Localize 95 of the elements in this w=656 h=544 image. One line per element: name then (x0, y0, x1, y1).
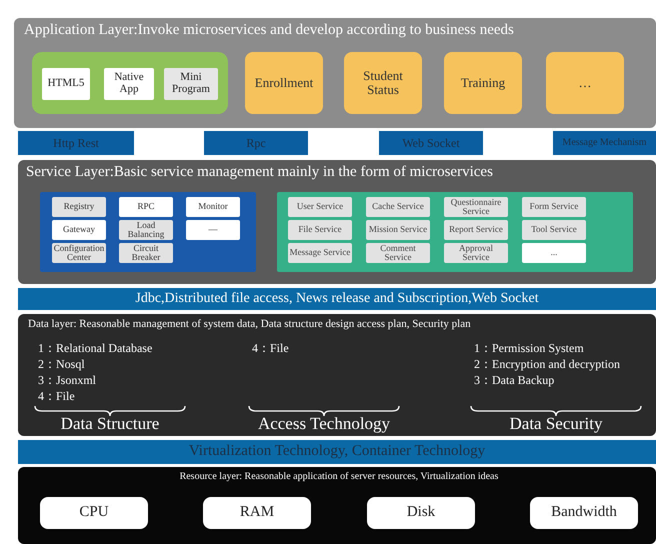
component-box (444, 243, 508, 263)
column-heading: Data Structure (60, 414, 160, 434)
component-label: Disk (406, 505, 436, 521)
band-bar (553, 131, 656, 155)
component-label: Load Balancing (126, 220, 166, 240)
band-bar (379, 131, 483, 155)
component-label: User Service (296, 202, 344, 212)
layer-panel (18, 467, 656, 544)
layer-title: Application Layer:Invoke microservices and develop according to business needs (24, 22, 515, 39)
component-box (119, 220, 173, 240)
column-heading: Data Security (508, 414, 604, 434)
component-label: Student Status (362, 69, 404, 97)
band-label: Message Mechanism (562, 138, 647, 148)
component-box (119, 243, 173, 263)
component-box (245, 52, 323, 114)
component-label: Questionnaire Service (450, 198, 502, 216)
component-label: Registry (64, 202, 94, 212)
band-bar (204, 131, 308, 155)
component-box (186, 197, 240, 217)
component-label: Enrollment (254, 76, 314, 90)
list-item: 1：Permission System (474, 340, 584, 357)
column-heading: Access Technology (256, 414, 392, 434)
band-bar (18, 131, 134, 155)
group-panel (32, 52, 228, 114)
component-label: ... (550, 248, 558, 258)
component-label: File Service (298, 225, 342, 235)
component-box (522, 243, 586, 263)
component-box (367, 497, 475, 529)
layer-title: Service Layer:Basic service management mainly in the form of microservices (26, 164, 494, 181)
band-bar (18, 440, 656, 464)
layer-title: Resource layer: Reasonable application of server resources, Virtualization ideas (178, 471, 500, 482)
component-box (52, 220, 106, 240)
list-item: 4：File (38, 388, 75, 405)
component-label: CPU (79, 505, 109, 521)
component-label: Approval Service (458, 244, 494, 262)
list-item: 3：Data Backup (474, 372, 554, 389)
component-box (186, 220, 240, 240)
layer-panel (14, 18, 656, 128)
component-label: Mini Program (171, 72, 211, 96)
component-box (119, 197, 173, 217)
list-item: 2：Nosql (38, 356, 85, 373)
component-box (203, 497, 311, 529)
component-label: Monitor (198, 202, 228, 212)
component-label: Tool Service (531, 225, 577, 235)
component-label: Report Service (449, 225, 503, 235)
layer-title: Data layer: Reasonable management of system data, Data structure design access plan, Security plan (28, 318, 472, 330)
band-label: Http Rest (53, 136, 99, 150)
component-box (546, 52, 624, 114)
component-label: Circuit Breaker (130, 244, 162, 262)
component-box (444, 52, 522, 114)
component-label: Comment Service (379, 244, 417, 262)
component-label: Mission Service (368, 225, 428, 235)
component-label: Native App (113, 72, 145, 96)
band-label: Rpc (246, 136, 266, 150)
component-box (444, 197, 508, 217)
layer-panel (18, 160, 656, 284)
component-box (522, 220, 586, 240)
component-box (164, 68, 218, 100)
component-box (42, 68, 90, 100)
list-item: 3：Jsonxml (38, 372, 96, 389)
component-label: RPC (137, 202, 154, 212)
band-label: Virtualization Technology, Container Technology (188, 444, 486, 460)
component-label: Configuration Center (53, 244, 105, 262)
component-box (522, 197, 586, 217)
component-label: Bandwidth (551, 505, 617, 521)
component-box (530, 497, 638, 529)
component-box (40, 497, 148, 529)
group-panel (277, 192, 633, 272)
component-box (344, 52, 422, 114)
group-panel (40, 192, 256, 272)
list-item: 4：File (252, 340, 289, 357)
component-label: … (578, 76, 592, 90)
component-box (366, 243, 430, 263)
component-label: Form Service (530, 202, 578, 212)
component-box (104, 68, 154, 100)
list-item: 2：Encryption and decryption (474, 356, 620, 373)
layer-panel (18, 314, 656, 436)
component-label: Training (460, 76, 506, 90)
component-box (366, 197, 430, 217)
component-box (288, 220, 352, 240)
band-bar (18, 288, 656, 310)
component-label: Cache Service (372, 202, 424, 212)
component-box (288, 197, 352, 217)
component-label: Gateway (63, 225, 95, 235)
band-label: Web Socket (402, 136, 460, 150)
component-box (288, 243, 352, 263)
component-label: HTML5 (48, 78, 84, 90)
component-box (366, 220, 430, 240)
band-label: Jdbc,Distributed file access, News release and Subscription,Web Socket (135, 292, 539, 306)
component-box (52, 197, 106, 217)
component-label: — (208, 225, 218, 235)
component-label: Message Service (290, 248, 350, 258)
component-box (444, 220, 508, 240)
list-item: 1：Relational Database (38, 340, 152, 357)
component-label: RAM (240, 505, 274, 521)
